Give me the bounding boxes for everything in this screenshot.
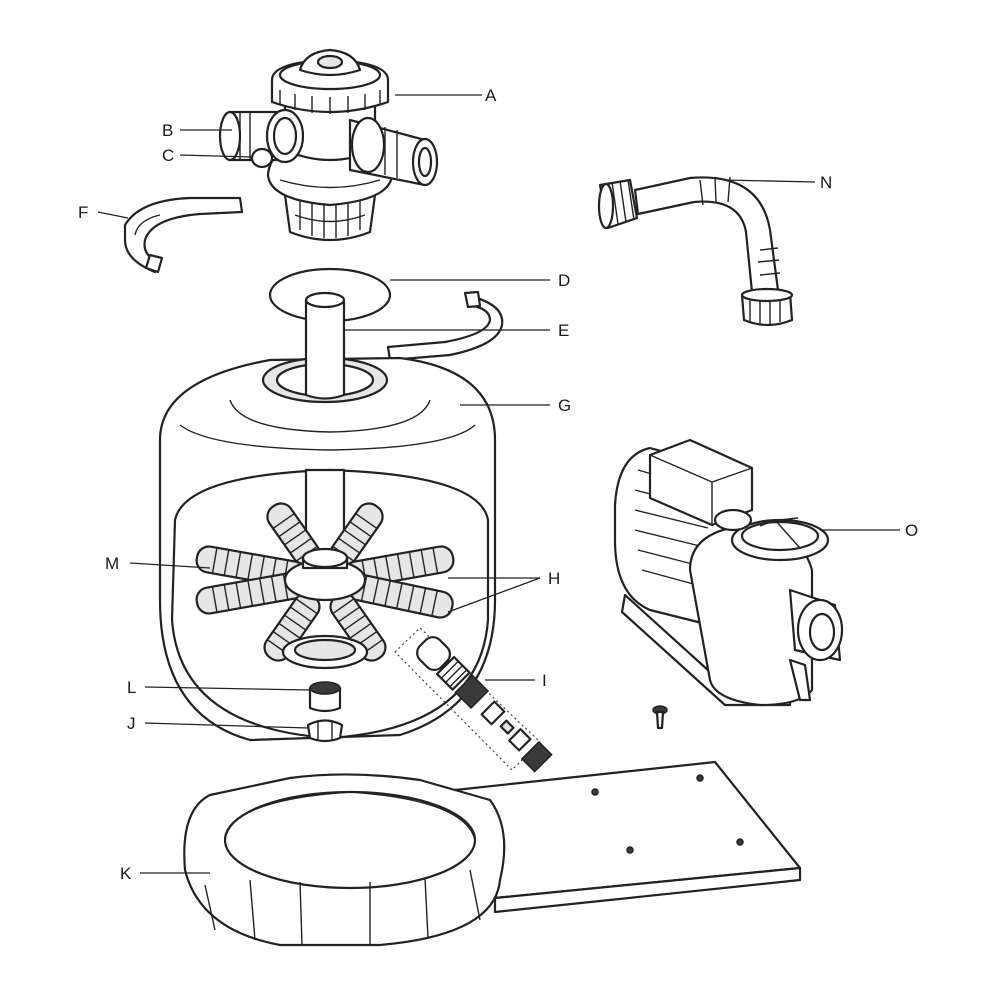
- leader-h-2: [447, 577, 541, 613]
- callout-i: I: [542, 671, 547, 690]
- leader-m: [129, 562, 211, 569]
- callout-e: E: [558, 321, 569, 340]
- leader-n: [724, 179, 816, 183]
- clamp-half-right: [386, 290, 504, 362]
- callout-j: J: [127, 714, 136, 733]
- callout-l: L: [127, 678, 136, 697]
- pump: [613, 438, 844, 707]
- callout-b: B: [162, 121, 173, 140]
- callout-g: G: [558, 396, 571, 415]
- lateral-arm: [329, 592, 387, 662]
- screw: [652, 705, 668, 730]
- clamp-half: [123, 196, 244, 274]
- leader-l: [144, 686, 311, 691]
- leader-c: [179, 154, 253, 158]
- callout-c: C: [162, 146, 174, 165]
- callout-m: M: [105, 554, 119, 573]
- callout-a: A: [485, 86, 497, 105]
- callout-k: K: [120, 864, 132, 883]
- leader-lines: [97, 94, 900, 874]
- stand-pipe: [304, 291, 346, 552]
- drain-fitting: [306, 719, 344, 743]
- callout-o: O: [905, 521, 918, 540]
- callout-n: N: [820, 173, 832, 192]
- leader-j: [144, 722, 309, 729]
- multiport-valve: [218, 48, 439, 242]
- callout-h: H: [548, 569, 560, 588]
- callout-labels: A B C F D E N G O M H I L J K: [78, 86, 918, 883]
- lateral-assembly: [195, 502, 455, 670]
- leader-f: [97, 211, 129, 219]
- drain-cap: [308, 681, 342, 713]
- callout-d: D: [558, 271, 570, 290]
- callout-f: F: [78, 203, 88, 222]
- drain-assembly: [394, 627, 553, 773]
- connection-hose: [597, 176, 794, 327]
- base-stand: [183, 760, 802, 947]
